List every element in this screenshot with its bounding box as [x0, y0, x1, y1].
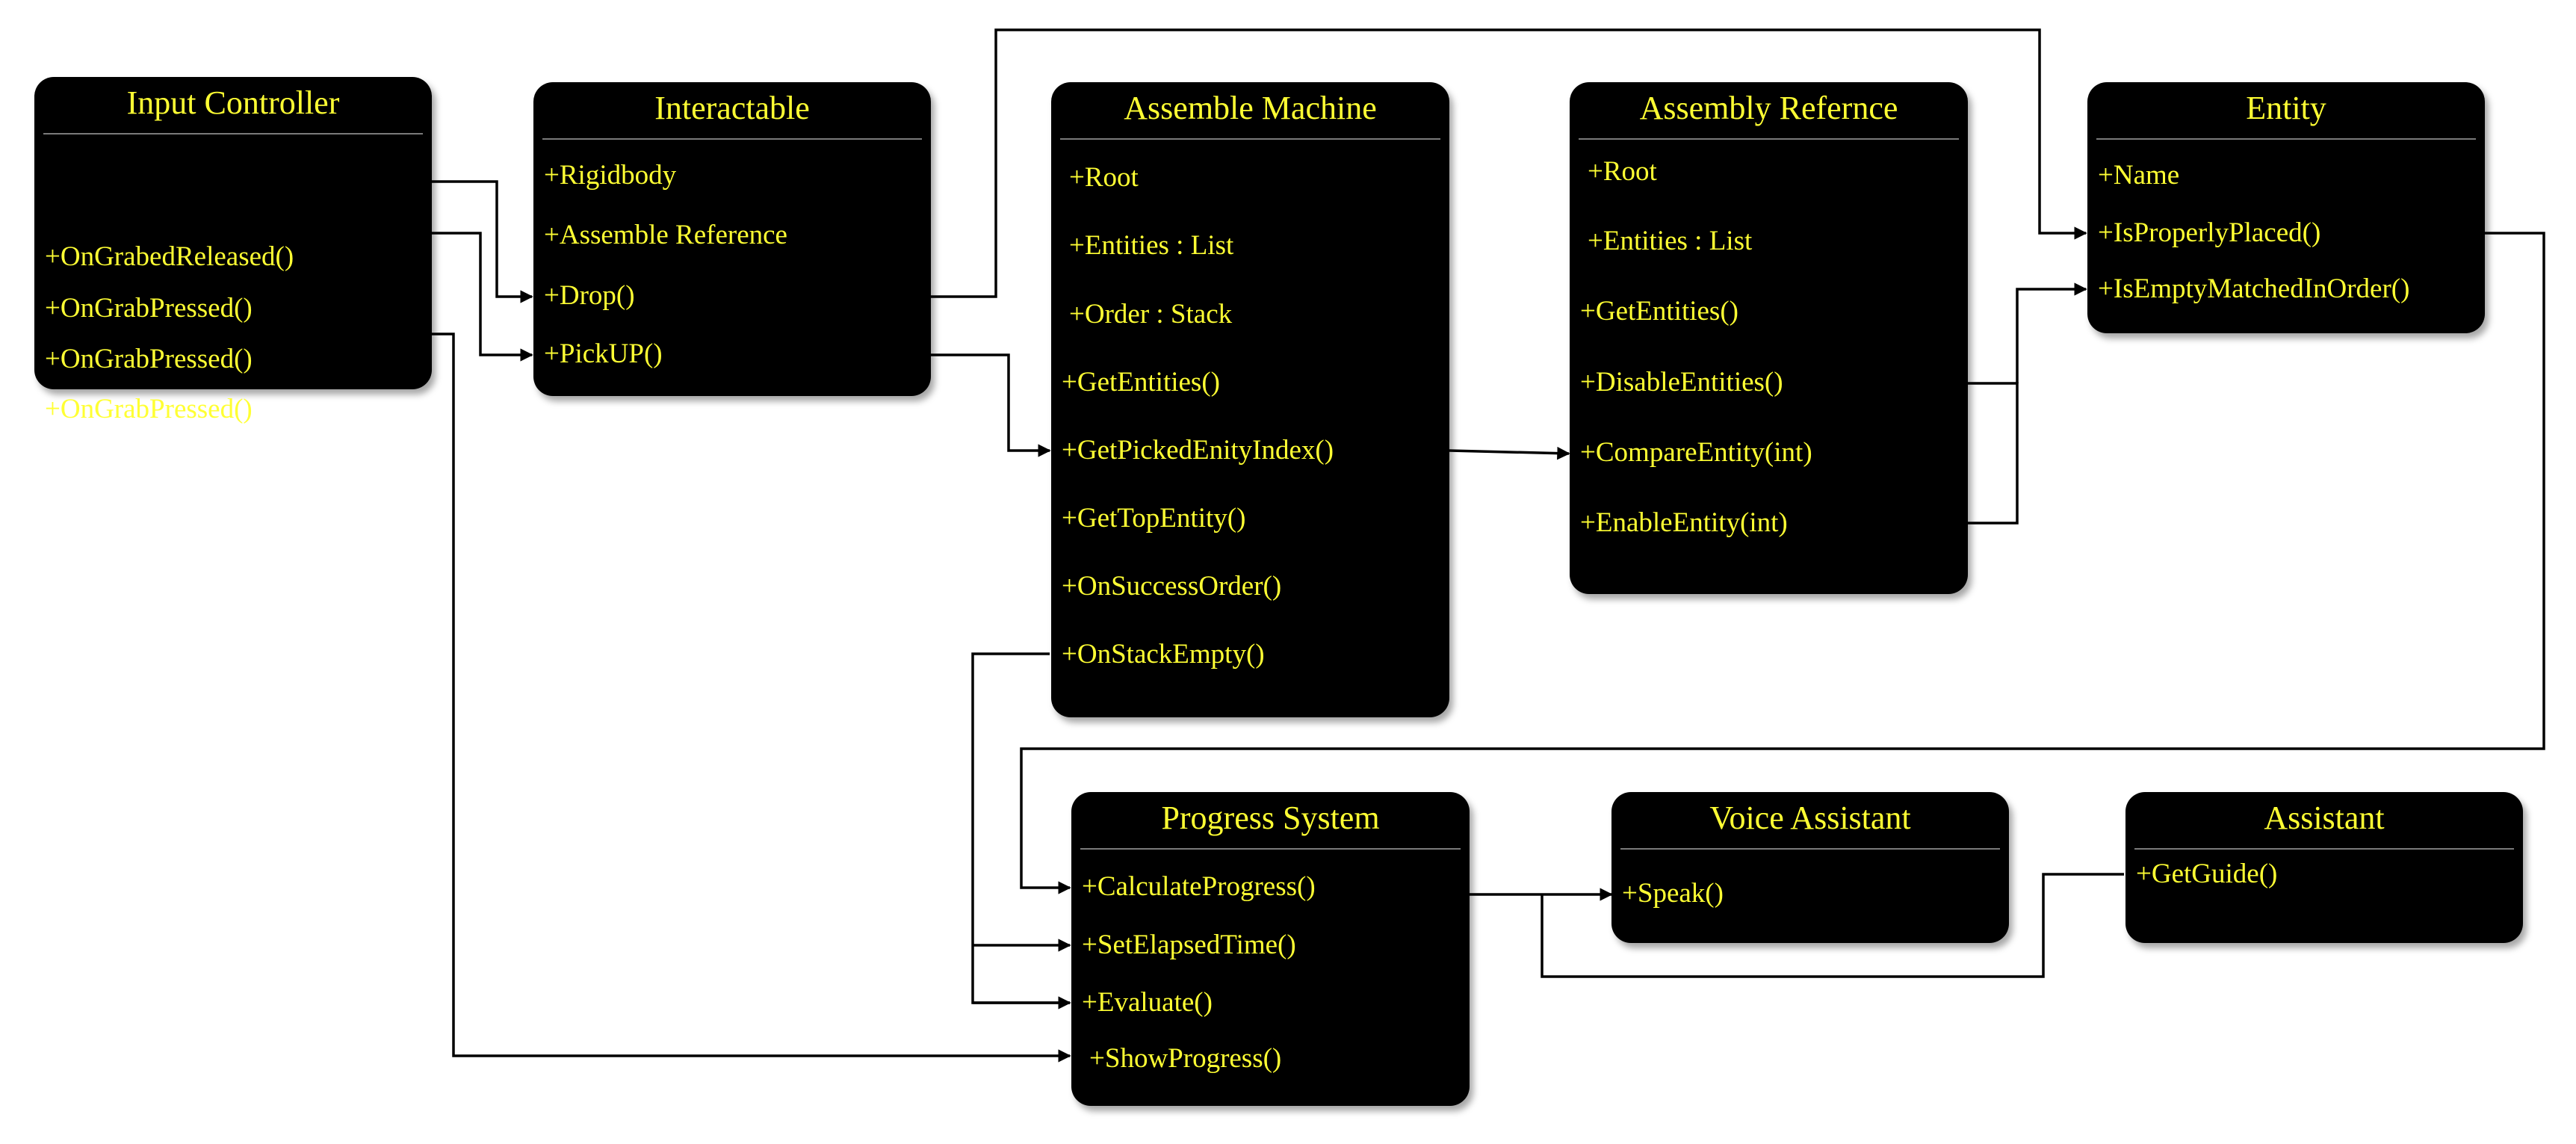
assembly-reference-member: +Root: [1588, 156, 1657, 187]
connector-entity-to-calculateprogress: [1020, 232, 2545, 894]
input-controller-member: +OnGrabedReleased(): [45, 241, 294, 272]
voice-assistant-member: +Speak(): [1622, 878, 1724, 909]
voice-assistant-title: Voice Assistant: [1709, 800, 1911, 836]
assemble-machine-member: +Entities : List: [1069, 230, 1234, 261]
assembly-reference-member: +EnableEntity(int): [1580, 507, 1788, 538]
assemble-machine-member: +GetPickedEnityIndex(): [1062, 435, 1334, 466]
assemble-machine-member: +GetTopEntity(): [1062, 503, 1246, 534]
assemble-machine-title: Assemble Machine: [1124, 90, 1377, 126]
connector-grabpressed-to-pickup: [432, 232, 533, 362]
entity-class[interactable]: Entity +Name +IsProperlyPlaced() +IsEmpt…: [2087, 82, 2485, 333]
assembly-reference-member: +GetEntities(): [1580, 296, 1739, 327]
interactable-class[interactable]: Interactable +Rigidbody +Assemble Refere…: [533, 82, 931, 396]
progress-system-member: +Evaluate(): [1082, 987, 1213, 1018]
connector-drop-to-isproperlyplaced: [931, 28, 2087, 298]
assemble-machine-member: +Root: [1069, 162, 1139, 193]
progress-system-class[interactable]: Progress System +CalculateProgress() +Se…: [1071, 792, 1470, 1106]
title-separator: [1579, 138, 1959, 140]
entity-member: +Name: [2098, 160, 2180, 191]
interactable-member: +Assemble Reference: [544, 220, 787, 250]
assistant-title: Assistant: [2264, 800, 2385, 836]
interactable-member: +Rigidbody: [544, 160, 677, 191]
title-separator: [43, 133, 423, 135]
interactable-member: +PickUP(): [544, 338, 663, 369]
title-separator: [542, 138, 922, 140]
entity-title: Entity: [2246, 90, 2326, 126]
assemble-machine-class[interactable]: Assemble Machine +Root +Entities : List …: [1051, 82, 1449, 717]
title-separator: [1620, 848, 2000, 850]
assembly-reference-member: +DisableEntities(): [1580, 367, 1783, 398]
entity-member: +IsProperlyPlaced(): [2098, 217, 2321, 248]
progress-system-title: Progress System: [1161, 800, 1380, 836]
interactable-member: +Drop(): [544, 280, 635, 311]
title-separator: [1060, 138, 1440, 140]
title-separator: [2096, 138, 2476, 140]
connector-grabreleased-to-drop: [432, 180, 533, 303]
assembly-reference-class[interactable]: Assembly Refernce +Root +Entities : List…: [1570, 82, 1968, 594]
connector-grabpressed-to-showprogress: [432, 333, 1071, 1063]
connector-getpickedentityindex-to-compareentity: [1449, 446, 1570, 460]
progress-system-member: +ShowProgress(): [1089, 1043, 1282, 1074]
assembly-reference-title: Assembly Refernce: [1639, 90, 1898, 126]
assistant-member: +GetGuide(): [2136, 859, 2278, 889]
progress-system-member: +SetElapsedTime(): [1082, 930, 1296, 960]
connector-pickup-to-getpickedentityindex: [931, 353, 1051, 457]
input-controller-class[interactable]: Input Controller +OnGrabedReleased() +On…: [34, 77, 432, 424]
input-controller-title: Input Controller: [126, 84, 340, 121]
input-controller-member: +OnGrabPressed(): [45, 394, 253, 424]
entity-member: +IsEmptyMatchedInOrder(): [2098, 273, 2410, 304]
assemble-machine-member: +OnStackEmpty(): [1062, 639, 1265, 670]
connector-assemblyreference-to-isemptymatched: [1968, 382, 2019, 525]
assemble-machine-member: +Order : Stack: [1069, 299, 1233, 330]
assemble-machine-member: +GetEntities(): [1062, 367, 1220, 398]
title-separator: [1080, 848, 1461, 850]
assemble-machine-member: +OnSuccessOrder(): [1062, 571, 1282, 602]
progress-system-member: +CalculateProgress(): [1082, 871, 1316, 902]
assembly-reference-member: +CompareEntity(int): [1580, 437, 1812, 468]
interactable-title: Interactable: [654, 90, 810, 126]
connector-assemblyreference-to-entity: [2016, 282, 2087, 383]
connector-getguide-to-progress: [1541, 873, 2124, 978]
input-controller-member: +OnGrabPressed(): [45, 344, 253, 374]
title-separator: [2134, 848, 2514, 850]
voice-assistant-class[interactable]: Voice Assistant +Speak(): [1611, 792, 2009, 943]
input-controller-member: +OnGrabPressed(): [45, 293, 253, 324]
assembly-reference-member: +Entities : List: [1588, 226, 1753, 256]
assistant-class[interactable]: Assistant +GetGuide(): [2125, 792, 2523, 943]
